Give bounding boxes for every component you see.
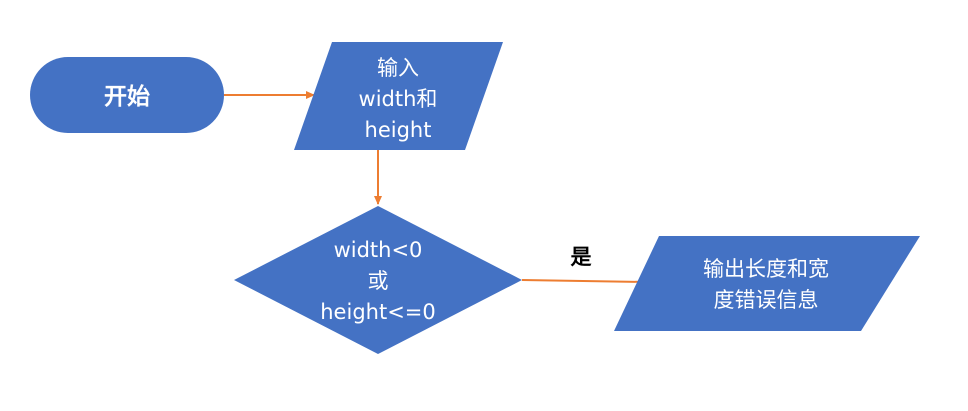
node-check: width<0 或 height<=0 [234,206,522,354]
node-input-shape [294,42,503,150]
node-start: 开始 [30,57,224,133]
node-error-shape [614,236,920,331]
node-check-line-3: height<=0 [320,300,436,324]
node-error-line-1: 输出长度和宽 [703,257,829,281]
node-input-line-2: width和 [359,87,438,111]
node-check-line-2: 或 [368,269,389,293]
edge-label-yes: 是 [571,245,592,269]
node-input-line-1: 输入 [377,56,419,80]
node-start-shape [30,57,224,133]
node-check-line-1: width<0 [334,238,423,262]
node-start-label: 开始 [104,83,150,110]
node-error: 输出长度和宽 度错误信息 [614,236,920,331]
node-check-shape [234,206,522,354]
edge-check-to-error [521,277,648,286]
node-error-line-2: 度错误信息 [714,288,819,312]
node-input-line-3: height [365,118,432,142]
node-input: 输入 width和 height [294,42,503,150]
